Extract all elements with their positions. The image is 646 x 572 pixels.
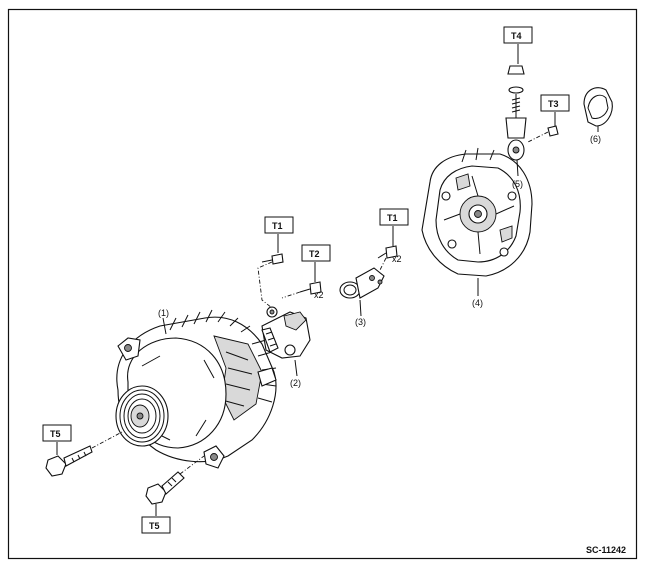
tag-t4 xyxy=(503,26,533,44)
part-2-label: (2) xyxy=(290,378,301,388)
regulator xyxy=(261,306,311,359)
part-6-label: (6) xyxy=(590,134,601,144)
bolt-t2 xyxy=(299,281,322,295)
tag-t2-text: T2 xyxy=(309,249,320,259)
bolt-t5-left xyxy=(45,445,93,477)
dash-t5-bottom xyxy=(179,455,205,475)
bolt-t1-upper xyxy=(261,253,284,265)
tag-t5-bottom xyxy=(141,516,171,534)
dash-t1-upper xyxy=(257,261,273,309)
tag-t1-right-text: T1 xyxy=(387,213,398,223)
part-1-label: (1) xyxy=(158,308,169,318)
tag-t5-left-text: T5 xyxy=(50,429,61,439)
part-3-label: (3) xyxy=(355,317,366,327)
bolt-t1-right xyxy=(377,245,398,259)
qty-x2-t2: x2 xyxy=(314,290,324,300)
terminal-cap xyxy=(583,87,613,127)
nut-t3 xyxy=(547,125,559,137)
part-5-label: (5) xyxy=(512,179,523,189)
tag-t1-upper xyxy=(264,216,294,234)
dash-t5-left xyxy=(91,431,123,449)
alternator-assembly xyxy=(115,309,277,469)
dash-t3 xyxy=(527,131,549,143)
rear-cover xyxy=(421,147,533,277)
bolt-t5-bottom xyxy=(145,471,185,505)
tag-t1-upper-text: T1 xyxy=(272,221,283,231)
leader-3 xyxy=(359,299,362,317)
leader-2 xyxy=(294,359,298,377)
dash-t1-right xyxy=(379,257,387,271)
terminal-bolt xyxy=(505,65,527,161)
leader-5 xyxy=(516,159,519,177)
terminal-insulator xyxy=(339,267,385,299)
part-4-label: (4) xyxy=(472,298,483,308)
tag-t4-text: T4 xyxy=(511,31,522,41)
qty-x2-t1: x2 xyxy=(392,254,402,264)
tag-t2 xyxy=(301,244,331,262)
tag-t3 xyxy=(540,94,570,112)
dash-t2 xyxy=(281,291,301,299)
tag-t3-text: T3 xyxy=(548,99,559,109)
tag-t5-bottom-text: T5 xyxy=(149,521,160,531)
diagram-code: SC-11242 xyxy=(586,545,626,555)
tag-t1-right xyxy=(379,208,409,226)
tag-t5-left xyxy=(42,424,72,442)
leader-1 xyxy=(162,317,167,335)
diagram-border xyxy=(7,8,638,560)
